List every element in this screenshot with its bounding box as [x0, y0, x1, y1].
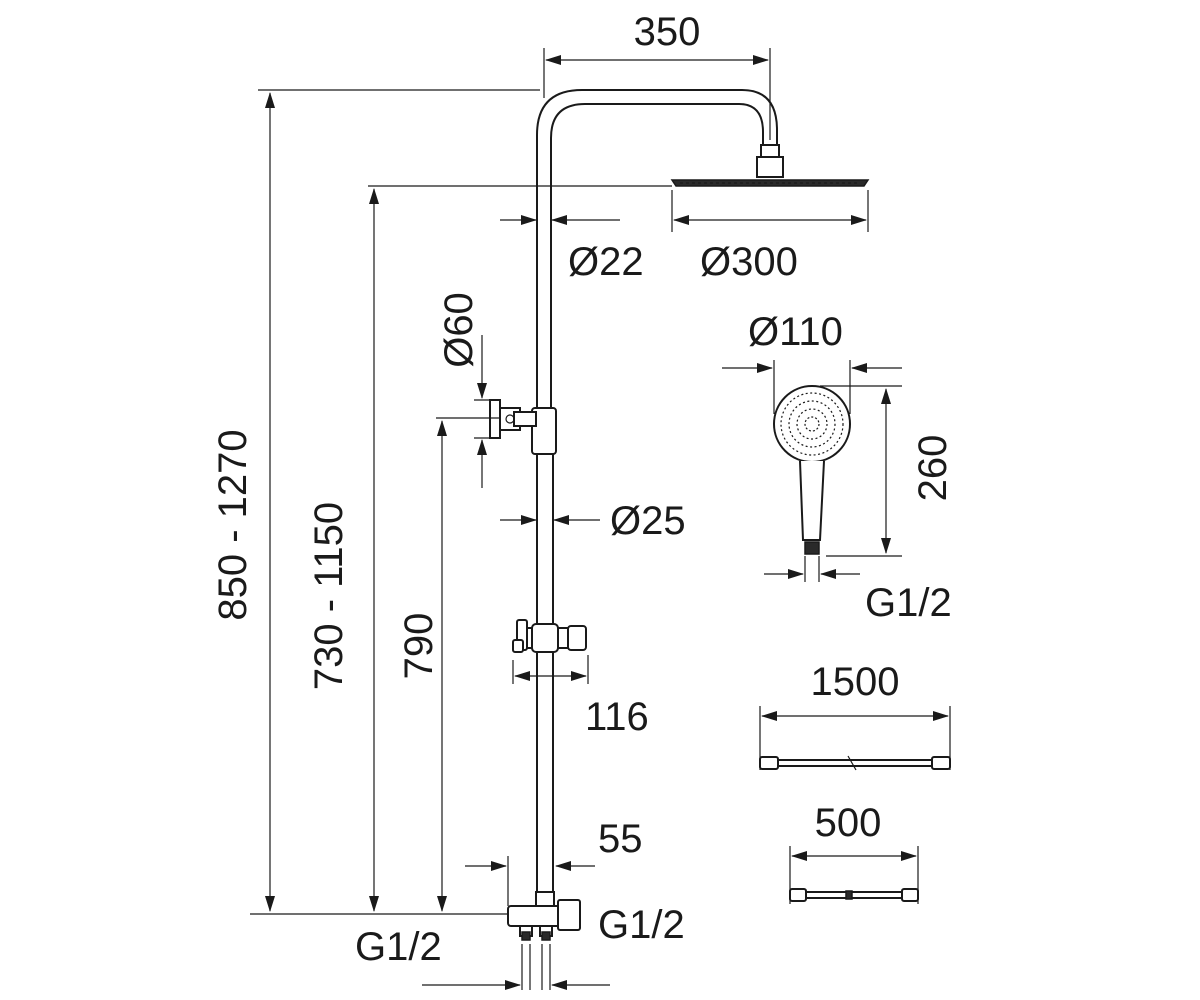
- dim-top-width: 350: [543, 10, 771, 140]
- rain-head: [670, 179, 870, 187]
- label-1500: 1500: [811, 660, 900, 704]
- label-790: 790: [397, 613, 441, 680]
- dim-pipe-25: Ø25: [500, 499, 686, 543]
- label-260: 260: [911, 435, 955, 502]
- lower-tube: [536, 453, 554, 895]
- label-d22: Ø22: [568, 240, 644, 284]
- hand-shower-handle: [799, 460, 825, 541]
- label-350: 350: [634, 10, 701, 54]
- dim-bracket-diameter: Ø60: [437, 292, 492, 488]
- dim-hand-shower-diameter: Ø110: [722, 310, 902, 414]
- dim-adjustable-height: 730 - 1150: [307, 185, 672, 912]
- mixer-body: [507, 891, 581, 941]
- dim-slider: 116: [512, 655, 649, 739]
- head-connector: [756, 156, 784, 178]
- label-d60: Ø60: [437, 292, 481, 368]
- label-g12-hand: G1/2: [865, 581, 952, 625]
- label-g12-left: G1/2: [355, 925, 442, 969]
- hose-long: 1500: [759, 660, 951, 771]
- label-d25: Ø25: [610, 499, 686, 543]
- label-850-1270: 850 - 1270: [211, 429, 255, 620]
- hose-short: 500: [789, 801, 919, 904]
- dim-mixer-offset: 55: [465, 817, 643, 906]
- label-d110: Ø110: [748, 310, 843, 354]
- head-swivel: [760, 144, 780, 158]
- dim-inlets: G1/2 G1/2: [355, 903, 685, 990]
- riser-pipe-outer: [536, 89, 778, 415]
- slider-holder: [512, 619, 587, 653]
- dim-hand-shower-length: 260: [820, 385, 955, 557]
- dim-total-height: 850 - 1270: [211, 89, 540, 915]
- label-d300: Ø300: [700, 240, 798, 284]
- dim-rain-head: Ø300: [671, 190, 869, 284]
- dim-pipe-22: Ø22: [500, 215, 644, 284]
- hand-shower-nut: [804, 541, 820, 555]
- label-116: 116: [585, 695, 649, 739]
- dim-hand-shower-thread: G1/2: [764, 556, 952, 625]
- hand-shower-head: [773, 385, 851, 463]
- label-500: 500: [815, 801, 882, 845]
- label-g12-right: G1/2: [598, 903, 685, 947]
- dim-bracket-height: 790: [397, 417, 500, 912]
- label-55: 55: [598, 817, 643, 861]
- wall-bracket: [489, 399, 537, 439]
- riser-pipe-inner: [550, 103, 764, 415]
- hand-shower: [773, 385, 851, 555]
- label-730-1150: 730 - 1150: [307, 502, 351, 690]
